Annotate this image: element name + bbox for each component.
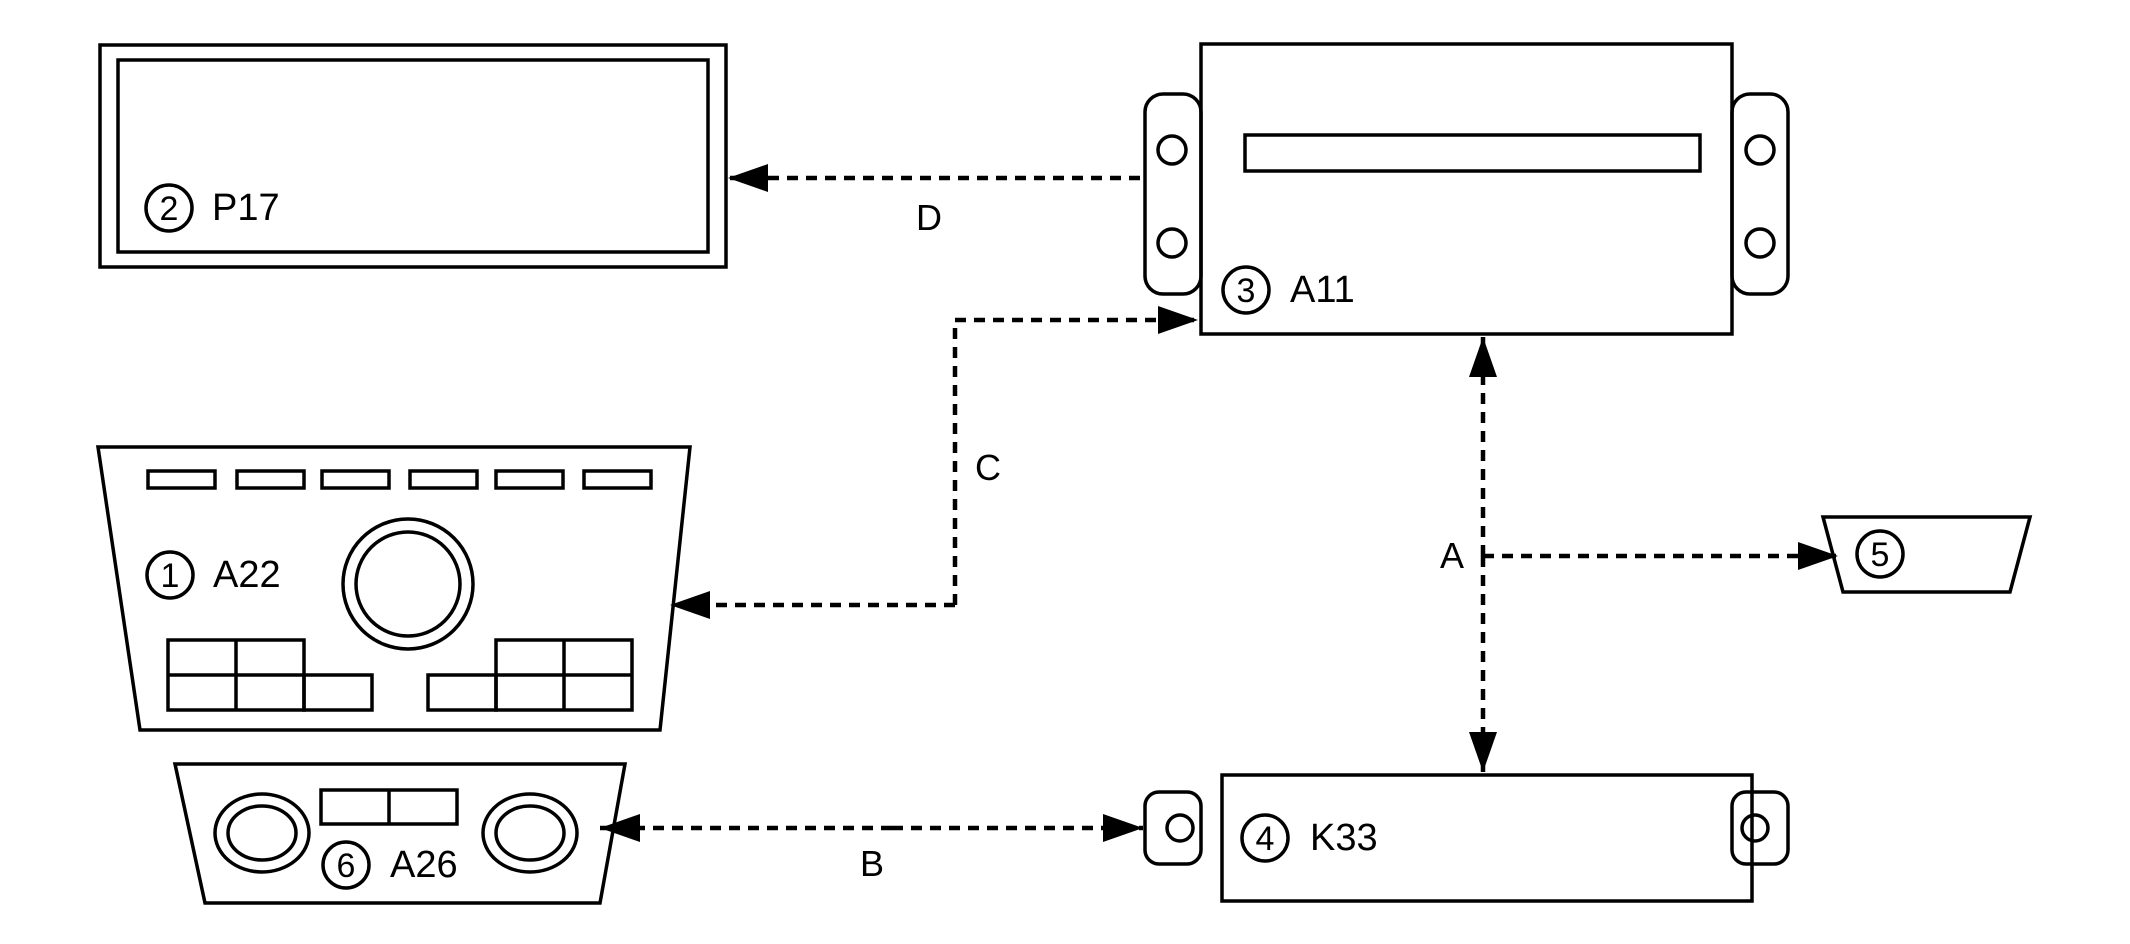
a22-label: A22 [213,554,281,596]
item-2-callout [144,183,194,233]
connection-a-label: A [1440,535,1464,576]
a11-right-bracket [1730,92,1790,296]
item-4-callout [1240,813,1290,863]
item-5-callout [1855,529,1905,579]
a26-label: A26 [390,844,458,886]
connection-c: C [670,306,1198,619]
item-1-callout [145,550,195,600]
k33-label: K33 [1310,817,1378,859]
p17-label: P17 [212,187,280,229]
item-4-number: 4 [1256,820,1275,858]
k33-module: 4 K33 [1143,773,1790,903]
item-2-number: 2 [160,190,179,228]
item-5-device: 5 [1820,515,2033,594]
connection-b: B [600,814,1143,884]
a22-control-panel: 1 A22 [95,445,692,732]
item-3-number: 3 [1237,272,1256,310]
p17-display: 2 P17 [98,43,728,269]
a11-label: A11 [1290,269,1355,311]
k33-right-tab [1730,790,1790,866]
a26-heater-panel: 6 A26 [172,762,628,905]
connection-d-label: D [916,197,942,238]
item-6-number: 6 [337,847,356,885]
item-6-callout [321,840,371,890]
a11-radio: 3 A11 [1143,42,1790,336]
item-5-number: 5 [1871,536,1890,574]
item-3-callout [1221,265,1271,315]
a22-knob-outer [341,517,475,651]
connection-b-label: B [860,843,884,884]
a11-left-bracket [1143,92,1203,296]
a22-knob-inner [354,530,462,638]
disc-slot [1243,133,1702,173]
connection-c-label: C [975,447,1001,488]
connection-a: A [1440,337,1838,772]
k33-left-tab [1143,790,1203,866]
item-1-number: 1 [161,557,180,595]
connection-d: D [728,164,1140,238]
